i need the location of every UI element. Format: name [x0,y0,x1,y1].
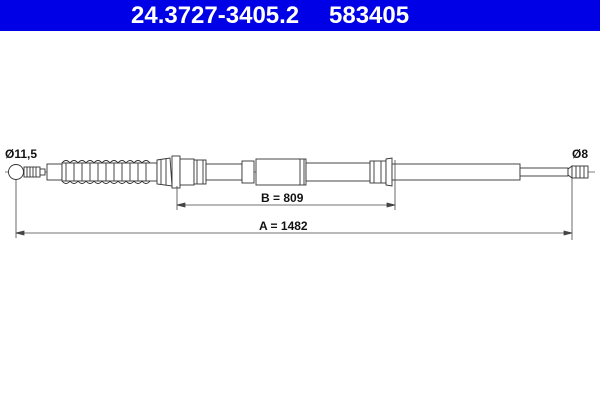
dimension-a-label: A = 1482 [259,219,308,233]
cable-end-right-icon [567,165,589,179]
part-number-header: 24.3727-3405.2 583405 [0,0,600,31]
housing-fitting-icon [156,155,569,189]
reference-number: 583405 [329,2,410,29]
bellows-icon [61,160,158,184]
part-number: 24.3727-3405.2 [131,2,300,29]
right-diameter-label: Ø8 [572,147,588,161]
ball-end-left-icon [8,163,63,181]
dimension-lines [15,160,573,240]
left-diameter-label: Ø11,5 [5,147,37,161]
dimension-b-label: B = 809 [261,191,304,205]
